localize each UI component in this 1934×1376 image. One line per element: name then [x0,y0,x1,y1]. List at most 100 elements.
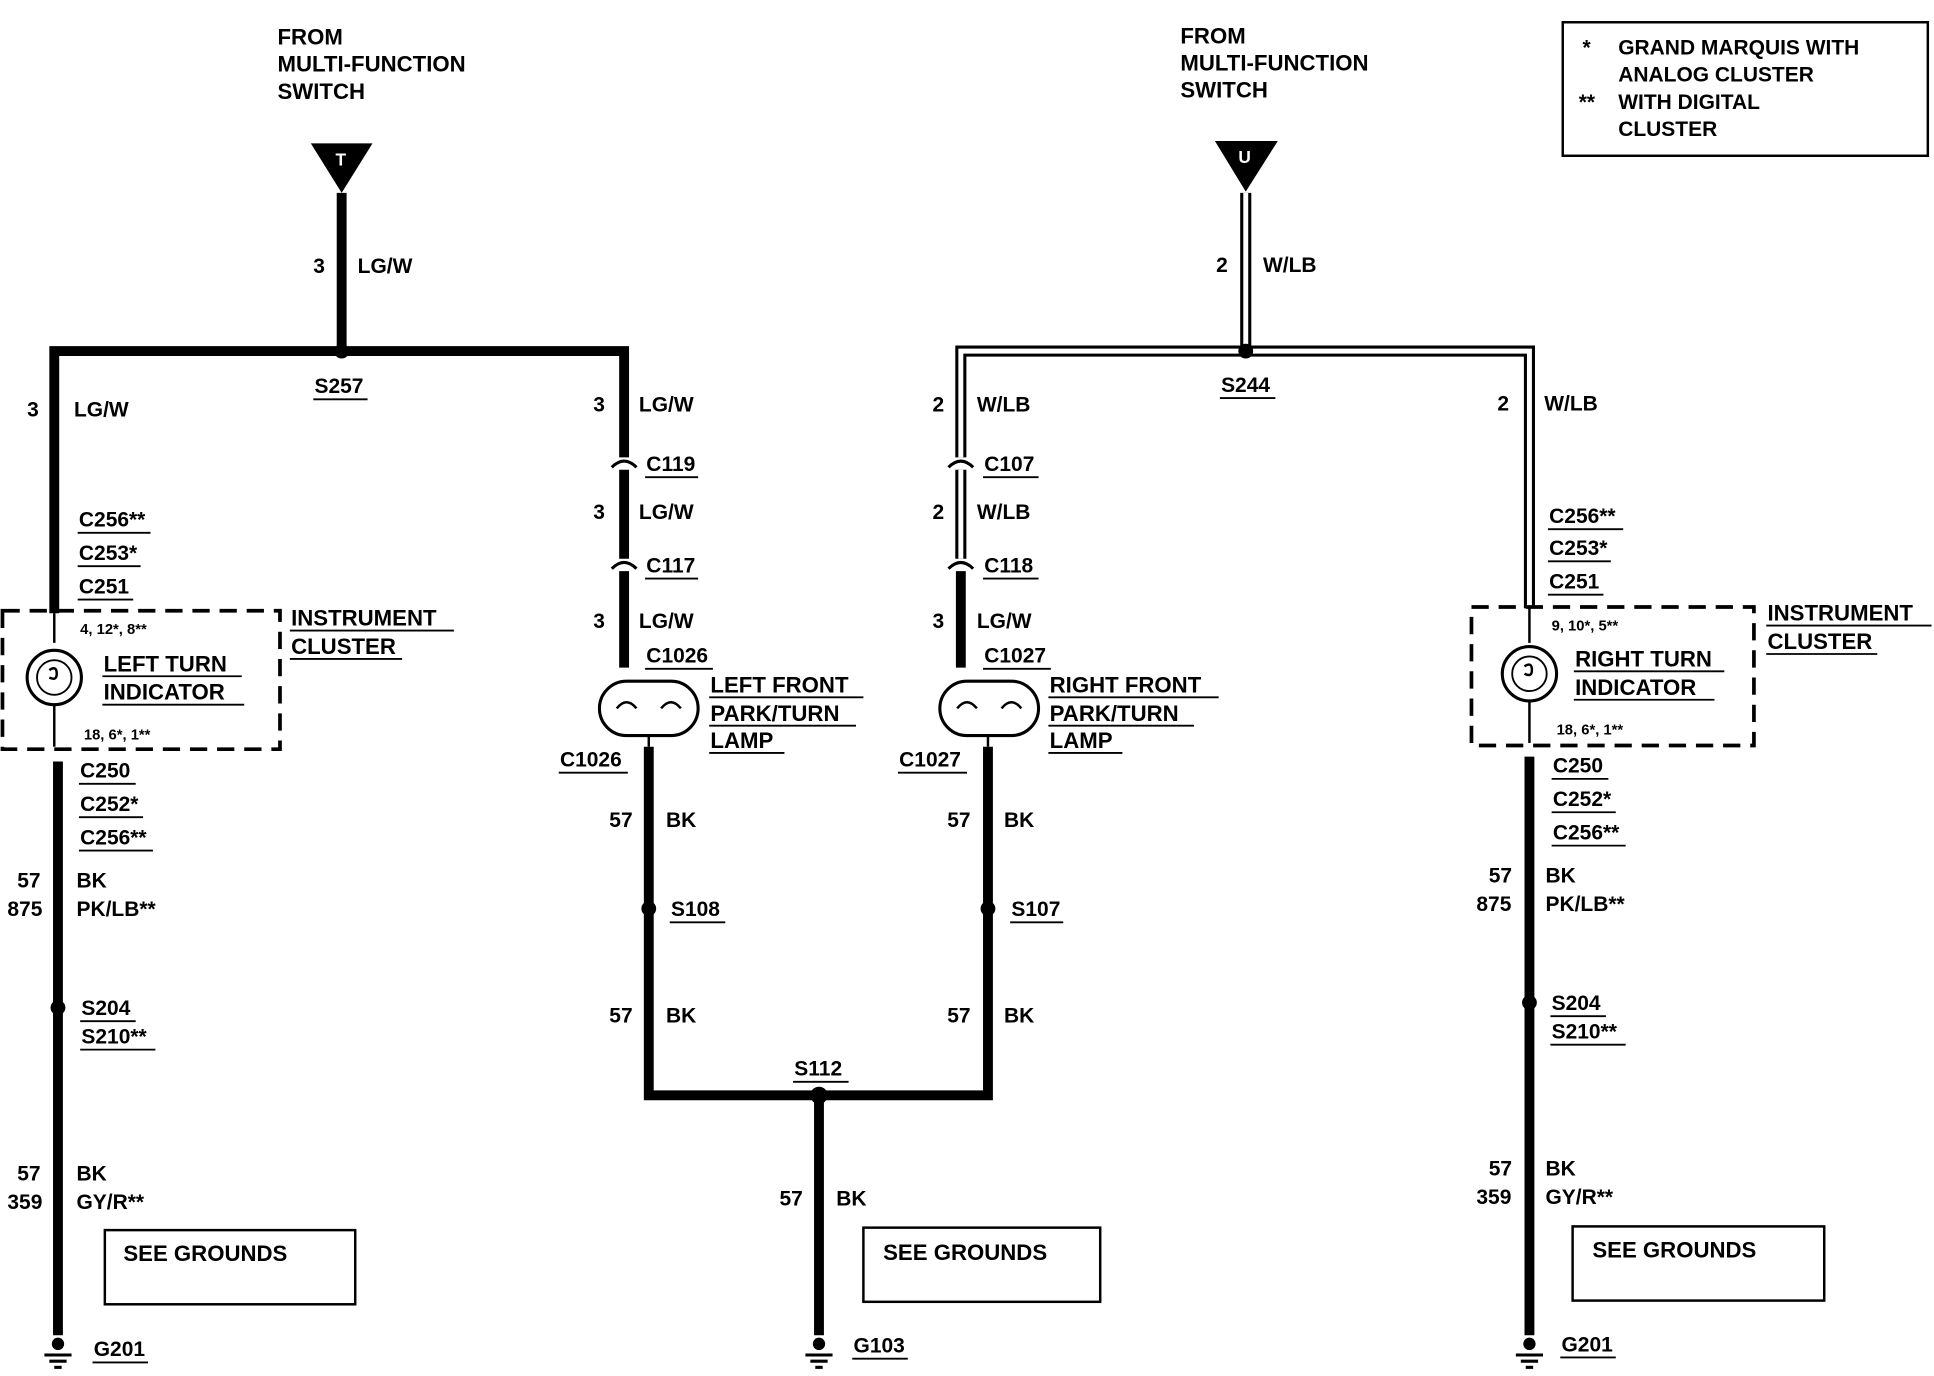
connector-label: C252* [1553,788,1612,811]
see-grounds-label: SEE GROUNDS [883,1240,1047,1265]
connector-label: C117 [646,554,695,577]
lamp-label: PARK/TURN [1050,701,1179,726]
wire-color-label: BK [76,1163,106,1186]
source-switch-label: MULTI-FUNCTION [278,52,466,77]
indicator-label: LEFT TURN [104,651,227,676]
ground-icon [44,1337,72,1369]
wire-gauge-label: 57 [609,1004,632,1027]
wire-gauge-label: 3 [593,394,605,417]
see-grounds-box [103,1228,357,1306]
connector-label: C250 [80,760,130,783]
wlb-wiring [955,192,1535,668]
splice-label: S108 [671,898,720,921]
wire-color-label: LG/W [74,399,129,422]
wire-gauge-label: 3 [593,501,605,524]
connector-label: C1026 [560,748,622,771]
wire-color-label: BK [666,1004,696,1027]
see-grounds-label: SEE GROUNDS [1592,1237,1756,1262]
splice-label: S204 [1552,992,1601,1015]
wire-color-label: BK [666,809,696,832]
splice-dot [810,1086,828,1105]
wire-color-label: BK [1545,1158,1575,1181]
connector-label: C256** [1549,505,1616,528]
connector-label: C1026 [646,645,708,668]
wire-gauge-label: 57 [780,1187,803,1210]
connector-label: C256** [1553,821,1620,844]
wire-gauge-label: 57 [947,1004,970,1027]
wire-gauge-label: 3 [313,255,325,278]
splice-dot [1522,995,1537,1011]
wire-color-label: W/LB [1263,254,1317,277]
connector-label: C256** [79,509,146,532]
legend-line-4: CLUSTER [1618,118,1717,141]
pin-label: 18, 6*, 1** [84,727,151,743]
wire-color-label: GY/R** [1545,1186,1613,1209]
splice-dot [641,901,657,917]
indicator-label: RIGHT TURN [1575,646,1712,671]
connector-label: C251 [79,575,129,598]
wire-gauge-label: 359 [7,1191,42,1214]
wire-color-label: BK [836,1187,866,1210]
wire-color-label: BK [1004,809,1034,832]
wire-gauge-label: 2 [932,394,944,417]
cluster-label: INSTRUMENT [1767,601,1913,626]
source-switch-label-2: SWITCH [278,79,366,104]
legend-line-1: GRAND MARQUIS WITH [1618,36,1859,59]
instrument-cluster-box [1469,605,1756,748]
connector-icon [610,560,638,570]
lamp-label: PARK/TURN [710,701,839,726]
lamp-label: RIGHT FRONT [1050,672,1202,697]
ground-icon [805,1337,833,1369]
wire-gauge-label: 3 [932,610,944,633]
ground-label: G201 [1562,1333,1614,1356]
terminal-t-icon [310,143,373,193]
wire-color-label: BK [1004,1004,1034,1027]
connector-label: C119 [646,453,695,476]
wire-color-label: W/LB [977,501,1031,524]
right-source: FROM MULTI-FUNCTION SWITCH U [1180,23,1369,192]
splice-dot [980,901,996,917]
legend-line-2: ANALOG CLUSTER [1618,64,1814,87]
source-switch-label: MULTI-FUNCTION [1180,50,1368,75]
wire-color-label: PK/LB** [1545,893,1625,916]
pin-label: 9, 10*, 5** [1552,618,1619,634]
wire-gauge-label: 875 [7,898,42,921]
ground-label: G201 [94,1338,146,1361]
splice-label: S107 [1011,898,1060,921]
left-turn-circuit: 3 LG/W S257 3 LG/W C256** C253* C251 4, … [0,255,454,1369]
connector-label: C118 [984,554,1033,577]
splice-label: S257 [315,375,364,398]
legend-line-3: WITH DIGITAL [1618,91,1760,114]
wire-gauge-label: 57 [1489,1158,1512,1181]
wire-gauge-label: 2 [1216,254,1228,277]
splice-label: S210** [1552,1020,1618,1043]
connector-label: C250 [1553,755,1603,778]
source-from-label: FROM [1180,23,1245,48]
splice-label: S244 [1221,374,1270,397]
lamp-icon [938,679,1041,738]
legend-symbol-double: ** [1579,91,1596,114]
splice-s257-dot [334,343,350,359]
wire-gauge-label: 57 [609,809,632,832]
indicator-label: INDICATOR [104,680,225,705]
connector-label: C253* [79,542,138,565]
connector-label: C253* [1549,537,1608,560]
connector-label: C1027 [899,748,961,771]
splice-label: S210** [81,1025,147,1048]
connector-label: C256** [80,826,147,849]
wire-gauge-label: 57 [1489,865,1512,888]
connector-label: C252* [80,793,139,816]
wire-color-label: LG/W [639,610,694,633]
wire-gauge-label: 2 [1497,392,1509,415]
wire-color-label: LG/W [639,394,694,417]
right-front-lamp-circuit: 2 W/LB C107 2 W/LB C118 3 LG/W C1027 RIG… [818,394,1219,1101]
wire-gauge-label: 57 [17,870,40,893]
terminal-u-icon [1214,140,1278,192]
source-switch-label-2: SWITCH [1180,78,1268,103]
wire-gauge-label: 3 [27,399,39,422]
pin-label: 18, 6*, 1** [1557,722,1624,738]
lamp-label: LEFT FRONT [710,672,848,697]
center-ground-circuit: S112 57 BK SEE GROUNDS G103 [780,1058,1102,1369]
wire-color-label: BK [1545,865,1575,888]
